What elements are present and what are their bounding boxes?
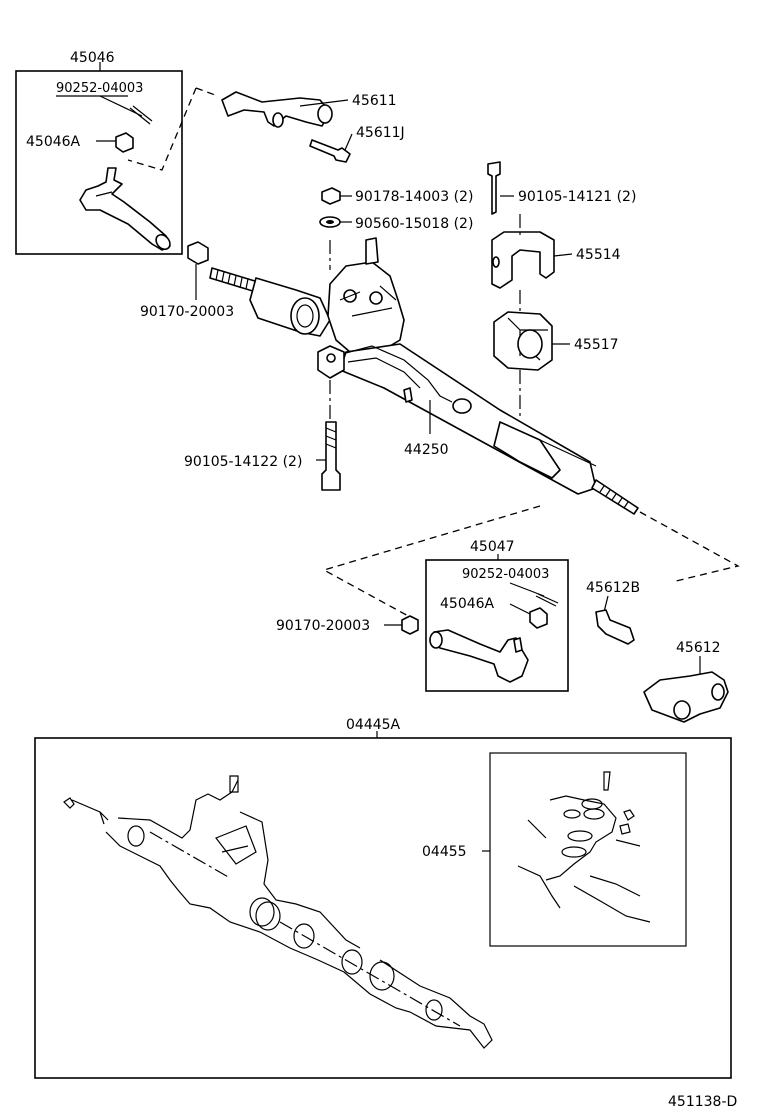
knuckle-right-group: 45612B 45612 <box>586 580 729 723</box>
knuckle-arm-left-part <box>221 91 331 127</box>
bolt-lower-part <box>321 421 341 491</box>
nut-upper-part <box>321 187 341 205</box>
knuckle-bolt-right-part <box>595 609 635 645</box>
label-locknut-right: 90170-20003 <box>276 618 370 634</box>
label-knuckle-arm-right: 45612 <box>676 640 721 656</box>
label-bracket: 45514 <box>576 247 621 263</box>
pinion-shaft <box>365 237 379 265</box>
knuckle-bolt-left-part <box>309 139 351 163</box>
label-locknut-left: 90170-20003 <box>140 304 234 320</box>
label-knuckle-bolt-right: 45612B <box>586 580 640 596</box>
label-knuckle-bolt-left: 45611J <box>356 125 405 141</box>
gear-assembly-group: 04445A 04455 <box>34 717 732 1079</box>
castle-nut-right-part <box>529 607 548 629</box>
gasket-kit-box <box>489 752 687 947</box>
locknut-left-part <box>187 241 209 265</box>
assembly-outline <box>71 779 493 1049</box>
cotter-pin-right-part <box>535 593 559 607</box>
locknut-right-part <box>401 615 419 635</box>
link-line-left <box>127 87 216 171</box>
upper-fasteners-group: 90178-14003 (2) 90560-15018 (2) 90105-14… <box>319 161 636 232</box>
tie-rod-left-group: 45046 90252-04003 45046A <box>15 50 183 255</box>
label-tie-rod-left: 45046 <box>70 50 115 66</box>
locknut-left-group: 90170-20003 <box>140 241 234 320</box>
bolt-lower-group: 90105-14122 (2) <box>184 421 341 491</box>
label-cotter-pin-left: 90252-04003 <box>56 81 143 96</box>
label-bolt-lower: 90105-14122 (2) <box>184 454 302 470</box>
tie-rod-right-box <box>425 559 569 692</box>
link-line-right <box>322 505 740 619</box>
knuckle-arm-right-part <box>643 671 729 723</box>
label-castle-nut-right: 45046A <box>440 596 495 612</box>
inner-rod-right <box>591 479 639 515</box>
label-gear-housing: 44250 <box>404 442 449 458</box>
label-cotter-pin-right: 90252-04003 <box>462 567 549 582</box>
bracket-group: 45514 <box>491 231 621 289</box>
tie-rod-right-group: 45047 90252-04003 45046A <box>425 539 569 692</box>
gasket-kit-outline <box>517 771 651 923</box>
bolt-upper-part <box>487 161 501 215</box>
label-castle-nut-left: 45046A <box>26 134 81 150</box>
label-washer-upper: 90560-15018 (2) <box>355 216 473 232</box>
figure-code: 451138-D <box>668 1094 737 1110</box>
label-bolt-upper: 90105-14121 (2) <box>518 189 636 205</box>
label-nut-upper: 90178-14003 (2) <box>355 189 473 205</box>
label-gear-assembly: 04445A <box>346 717 401 733</box>
label-tie-rod-right: 45047 <box>470 539 515 555</box>
bracket-part <box>491 231 555 289</box>
tie-rod-left-box <box>15 70 183 255</box>
castle-nut-left-part <box>115 132 134 153</box>
label-gasket-kit: 04455 <box>422 844 467 860</box>
gear-housing-group: 44250 <box>209 237 639 515</box>
knuckle-arm-left-group: 45611 45611J <box>221 91 405 163</box>
gear-assembly-box <box>34 737 732 1079</box>
tie-rod-end-left <box>79 167 171 251</box>
label-knuckle-arm-left: 45611 <box>352 93 397 109</box>
grommet-group: 45517 <box>493 311 619 371</box>
label-grommet: 45517 <box>574 337 619 353</box>
pressure-pipes <box>341 345 453 403</box>
locknut-right-group: 90170-20003 <box>276 615 419 635</box>
valve-body <box>327 261 405 353</box>
cotter-pin-left-part <box>129 105 153 125</box>
tie-rod-end-right <box>429 629 529 683</box>
